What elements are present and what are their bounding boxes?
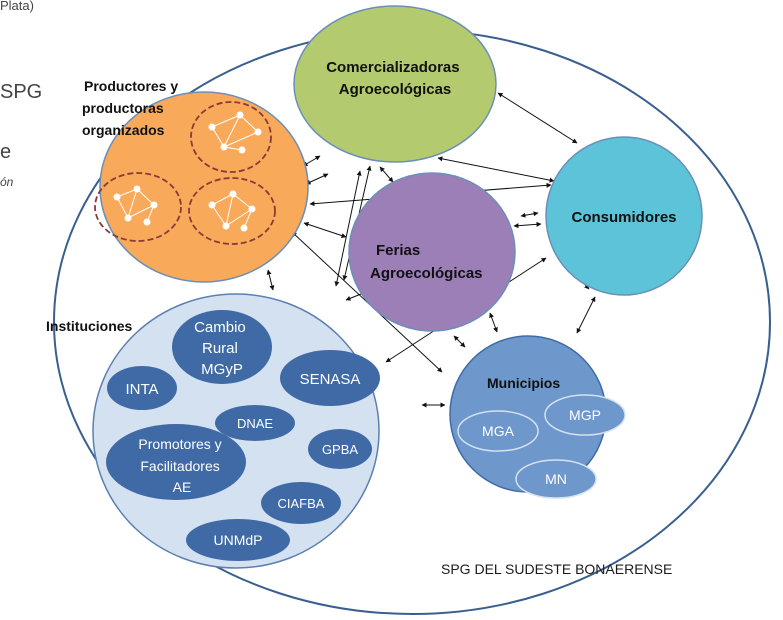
municipio-mga: MGA: [457, 410, 539, 452]
svg-text:MGP: MGP: [569, 407, 601, 423]
fragment-top: Plata): [0, 0, 34, 13]
producer-network-1: [208, 111, 262, 154]
municipios-node: Municipios MGA MGP MN: [449, 335, 626, 499]
institution-gpba: GPBA: [308, 429, 372, 469]
arrow: [453, 335, 466, 348]
arrow: [497, 92, 578, 144]
diagram-caption: SPG DEL SUDESTE BONAERENSE: [441, 561, 672, 577]
svg-text:MGA: MGA: [482, 423, 515, 439]
producer-group-2: [94, 172, 182, 242]
municipio-mgp: MGP: [544, 394, 626, 436]
arrow: [437, 156, 555, 183]
comercializadoras-circle: [293, 5, 497, 163]
producer-network-3: [208, 190, 256, 232]
svg-text:DNAE: DNAE: [237, 416, 273, 431]
municipio-mn: MN: [515, 459, 597, 499]
institution-cambio-rural: Cambio Rural MGyP: [172, 310, 272, 384]
comercializadoras-node: Comercializadoras Agroecológicas: [293, 5, 497, 163]
arrow: [489, 312, 498, 333]
comercializadoras-label: Comercializadoras Agroecológicas: [326, 59, 464, 98]
arrow: [576, 296, 596, 334]
svg-text:MN: MN: [545, 471, 567, 487]
arrow: [305, 173, 329, 185]
municipios-label: Municipios: [487, 375, 560, 391]
svg-text:CIAFBA: CIAFBA: [278, 496, 325, 511]
svg-text:UNMdP: UNMdP: [213, 532, 262, 548]
svg-text:SENASA: SENASA: [300, 371, 361, 388]
arrow: [520, 211, 539, 218]
svg-text:INTA: INTA: [125, 381, 158, 398]
ferias-circle: [348, 172, 516, 332]
institution-unmdp: UNMdP: [186, 519, 290, 561]
svg-text:GPBA: GPBA: [322, 442, 358, 457]
producer-group-1: [190, 101, 272, 173]
svg-text:Promotores y Facilitad: Promotores y Facilitadores AE: [138, 436, 225, 495]
arrow: [379, 166, 394, 183]
arrow: [303, 222, 347, 238]
productores-label: Productores y productoras organizados: [82, 78, 182, 138]
svg-text:Cambio Rural M: Cambio Rural MGyP: [194, 319, 250, 378]
institution-ciafba: CIAFBA: [261, 482, 341, 524]
fragment-e: e: [0, 141, 11, 163]
productores-node: Productores y productoras organizados: [82, 78, 309, 283]
instituciones-label: Instituciones: [46, 318, 133, 334]
arrow: [513, 221, 542, 229]
fragment-on: ón: [0, 175, 14, 189]
consumidores-circle: [545, 136, 703, 296]
fragment-spg: SPG: [0, 81, 42, 103]
ferias-label: Ferias Agroecológicas: [370, 242, 483, 282]
arrow: [302, 155, 321, 167]
consumidores-node: Consumidores: [545, 136, 703, 296]
institution-promotores: Promotores y Facilitadores AE: [106, 424, 246, 500]
producer-network-2: [113, 185, 158, 226]
producer-group-3: [188, 177, 276, 245]
ferias-node: Ferias Agroecológicas: [348, 172, 516, 332]
institution-dnae: DNAE: [215, 405, 295, 441]
consumidores-label: Consumidores: [571, 209, 676, 226]
arrow: [266, 269, 275, 291]
institution-inta: INTA: [107, 366, 177, 410]
institution-senasa: SENASA: [280, 350, 380, 406]
instituciones-node: Instituciones Cambio Rural MGyP INTA SEN…: [46, 293, 380, 569]
